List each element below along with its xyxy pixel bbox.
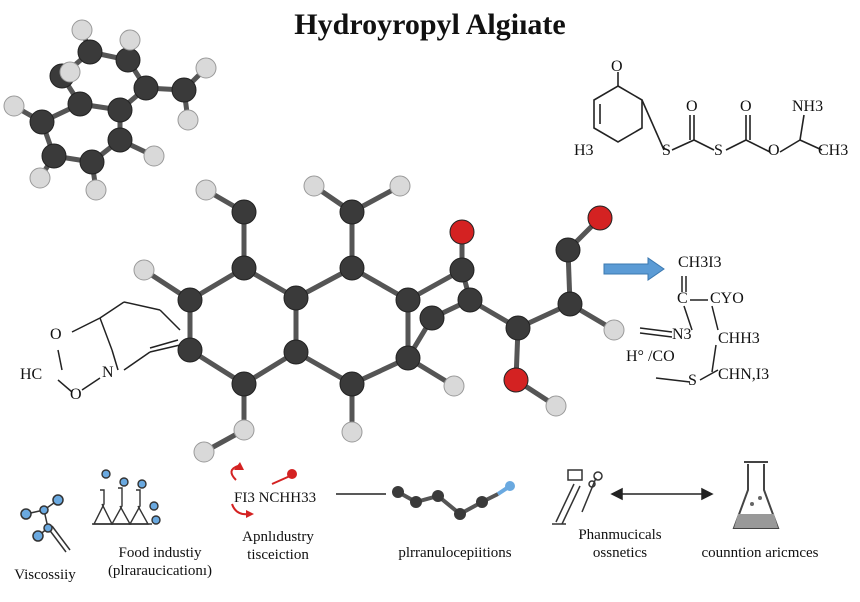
- oxygen-atom: [449, 219, 475, 245]
- hydrogen-atom: [85, 179, 107, 201]
- formula-ch3: CH3: [818, 142, 849, 159]
- hydrogen-atom: [341, 421, 363, 443]
- carbon-atom: [395, 287, 421, 313]
- carbon-atom: [449, 257, 475, 283]
- caption-pharmaceuticals: Phanmucicals ossnetics: [578, 527, 662, 561]
- hydrogen-atom: [195, 57, 217, 79]
- hydrogen-atom: [389, 175, 411, 197]
- formula-o-b: O: [740, 98, 752, 115]
- flasks-icon: [92, 469, 161, 525]
- oxygen-atom: [587, 205, 613, 231]
- molecule-icon: [20, 494, 71, 553]
- left-ring-skeletal: [57, 301, 181, 393]
- caption-formulations: plrranulocepiitions: [398, 545, 512, 561]
- formula-s2: S: [714, 142, 723, 159]
- carbon-atom: [115, 47, 141, 73]
- chain-icon: [392, 481, 515, 520]
- carbon-atom: [177, 287, 203, 313]
- caption-food-industry: Food industiy (plraraucicationı): [107, 545, 213, 579]
- pipette-icon: [552, 469, 603, 525]
- carbon-atom: [77, 39, 103, 65]
- carbon-atom: [107, 97, 133, 123]
- formula-ch3i3: CH3I3: [678, 254, 722, 271]
- formula-ho-co: H° /CO: [626, 348, 675, 365]
- formula-o-top: O: [611, 58, 623, 75]
- carbon-atom: [339, 199, 365, 225]
- carbon-atom: [457, 287, 483, 313]
- carbon-atom: [79, 149, 105, 175]
- hydrogen-atom: [193, 441, 215, 463]
- caption-reaction-formula: FI3 NCHH33: [234, 490, 317, 506]
- blue-arrow: [603, 257, 665, 281]
- hydrogen-atom: [71, 19, 93, 41]
- reaction-cycle-icon: [230, 462, 297, 518]
- carbon-atom: [29, 109, 55, 135]
- bottom-connectors: [336, 487, 714, 501]
- carbon-atom: [41, 143, 67, 169]
- carbon-atom: [283, 339, 309, 365]
- carbon-atom: [557, 291, 583, 317]
- ring-o1: O: [50, 326, 62, 343]
- caption-industry-reaction: Apnlıdustry tisceiction: [242, 529, 314, 563]
- formula-o-a: O: [686, 98, 698, 115]
- hydrogen-atom: [133, 259, 155, 281]
- formula-n3: N3: [672, 326, 692, 343]
- formula-cyo: CYO: [710, 290, 744, 307]
- formula-s1: S: [662, 142, 671, 159]
- carbon-atom: [339, 371, 365, 397]
- formula-chh3: CHH3: [718, 330, 760, 347]
- hydrogen-atom: [59, 61, 81, 83]
- caption-applications: counntion aricmces: [701, 545, 819, 561]
- page-title: Hydroyropyl Algiıate: [294, 8, 566, 41]
- carbon-atom: [107, 127, 133, 153]
- ring-n: N: [102, 364, 114, 381]
- carbon-atom: [171, 77, 197, 103]
- hydrogen-atom: [303, 175, 325, 197]
- top-right-skeletal: [593, 72, 823, 153]
- right-skeletal: [639, 276, 719, 383]
- carbon-atom: [231, 255, 257, 281]
- hydrogen-atom: [29, 167, 51, 189]
- formula-nh3: NH3: [792, 98, 824, 115]
- carbon-atom: [67, 91, 93, 117]
- carbon-atom: [505, 315, 531, 341]
- carbon-atom: [339, 255, 365, 281]
- hydrogen-atom: [195, 179, 217, 201]
- ring-hc: HC: [20, 366, 43, 383]
- formula-o-mid: O: [768, 142, 780, 159]
- hydrogen-atom: [603, 319, 625, 341]
- hydrogen-atom: [3, 95, 25, 117]
- formula-chni3: CHN,I3: [718, 366, 770, 383]
- carbon-atom: [231, 371, 257, 397]
- carbon-atom: [177, 337, 203, 363]
- caption-viscosity: Viscossiiy: [14, 567, 76, 583]
- hydrogen-atom: [545, 395, 567, 417]
- formula-h3: H3: [574, 142, 594, 159]
- hydrogen-atom: [119, 29, 141, 51]
- hydrogen-atom: [143, 145, 165, 167]
- carbon-atom: [555, 237, 581, 263]
- carbon-atom: [419, 305, 445, 331]
- hydrogen-atom: [177, 109, 199, 131]
- carbon-atom: [395, 345, 421, 371]
- hydrogen-atom: [443, 375, 465, 397]
- formula-s: S: [688, 372, 697, 389]
- ring-o2: O: [70, 386, 82, 403]
- hydrogen-atom: [233, 419, 255, 441]
- formula-c: C: [677, 290, 688, 307]
- oxygen-atom: [503, 367, 529, 393]
- carbon-atom: [231, 199, 257, 225]
- carbon-atom: [133, 75, 159, 101]
- carbon-atom: [283, 285, 309, 311]
- beaker-icon: [732, 461, 780, 529]
